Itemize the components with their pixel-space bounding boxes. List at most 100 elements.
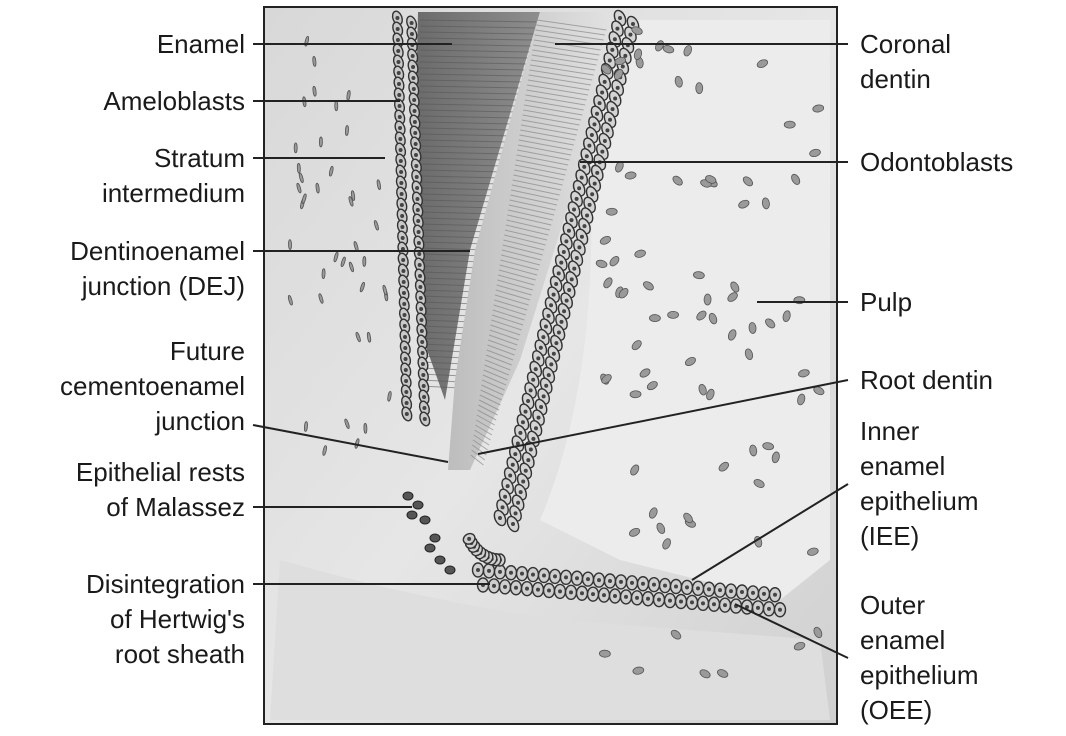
odontoblast-cell-nucleus — [531, 437, 535, 441]
pulp-cell — [649, 314, 660, 321]
follicle-cell — [345, 125, 349, 135]
label-pulp: Pulp — [860, 285, 912, 320]
odontoblast-cell-nucleus — [529, 448, 533, 452]
pulp-cell — [704, 294, 711, 305]
ameloblast-cell-nucleus — [418, 285, 422, 289]
odontoblast-cell-nucleus — [552, 352, 556, 356]
follicle-cell — [319, 137, 322, 147]
sheath-cell-nucleus — [467, 537, 471, 541]
ameloblast-cell-nucleus — [395, 16, 399, 20]
ameloblast-cell-nucleus — [399, 181, 403, 185]
sheath-cell-nucleus — [558, 589, 562, 593]
pulp-cell — [696, 83, 703, 94]
sheath-cell-nucleus — [701, 601, 705, 605]
odontoblast-cell-nucleus — [613, 37, 617, 41]
ameloblast-cell-nucleus — [399, 170, 403, 174]
sheath-cell-nucleus — [641, 582, 645, 586]
odontoblast-cell-nucleus — [592, 122, 596, 126]
ameloblast-cell-nucleus — [404, 368, 408, 372]
sheath-cell-nucleus — [646, 597, 650, 601]
ameloblast-cell-nucleus — [398, 137, 402, 141]
ameloblast-cell-nucleus — [405, 401, 409, 405]
ameloblast-cell-nucleus — [413, 109, 417, 113]
ameloblast-cell-nucleus — [414, 142, 418, 146]
odontoblast-cell-nucleus — [621, 65, 625, 69]
odontoblast-cell-nucleus — [572, 207, 576, 211]
odontoblast-cell-nucleus — [547, 314, 551, 318]
ameloblast-cell-nucleus — [417, 230, 421, 234]
sheath-cell-nucleus — [723, 603, 727, 607]
odontoblast-cell-nucleus — [585, 213, 589, 217]
ameloblast-cell-nucleus — [400, 203, 404, 207]
odontoblast-cell-nucleus — [534, 426, 538, 430]
odontoblast-cell-nucleus — [518, 431, 522, 435]
odontoblast-cell-nucleus — [582, 224, 586, 228]
odontoblast-cell-nucleus — [557, 331, 561, 335]
rest-cell — [413, 501, 423, 509]
sheath-cell-nucleus — [652, 583, 656, 587]
odontoblast-cell-nucleus — [544, 325, 548, 329]
ameloblast-cell-nucleus — [396, 60, 400, 64]
odontoblast-cell-nucleus — [564, 239, 568, 243]
label-dej: Dentinoenamel junction (DEJ) — [70, 234, 245, 304]
odontoblast-cell-nucleus — [560, 320, 564, 324]
sheath-cell-nucleus — [575, 576, 579, 580]
ameloblast-cell-nucleus — [398, 104, 402, 108]
label-stratum-intermedium: Stratum intermedium — [102, 141, 245, 211]
follicle-cell — [297, 163, 300, 173]
ameloblast-cell-nucleus — [404, 390, 408, 394]
sheath-cell-nucleus — [476, 568, 480, 572]
rest-cell — [445, 566, 455, 574]
ameloblast-cell-nucleus — [402, 280, 406, 284]
sheath-cell-nucleus — [679, 600, 683, 604]
ameloblast-cell-nucleus — [418, 274, 422, 278]
label-odontoblasts: Odontoblasts — [860, 145, 1013, 180]
ameloblast-cell-nucleus — [410, 32, 414, 36]
pulp-cell — [630, 391, 641, 398]
ameloblast-cell-nucleus — [412, 87, 416, 91]
label-future-cej: Future cementoenamel junction — [60, 334, 245, 439]
odontoblast-cell-nucleus — [519, 490, 523, 494]
ameloblast-cell-nucleus — [423, 417, 427, 421]
odontoblast-cell-nucleus — [521, 420, 525, 424]
odontoblast-cell-nucleus — [537, 416, 541, 420]
ameloblast-cell-nucleus — [413, 120, 417, 124]
sheath-cell-nucleus — [696, 586, 700, 590]
sheath-cell-nucleus — [569, 590, 573, 594]
ameloblast-cell-nucleus — [398, 126, 402, 130]
odontoblast-cell-nucleus — [610, 48, 614, 52]
odontoblast-cell-nucleus — [569, 218, 573, 222]
ameloblast-cell-nucleus — [398, 115, 402, 119]
sheath-cell-nucleus — [767, 607, 771, 611]
odontoblast-cell-nucleus — [557, 271, 561, 275]
odontoblast-cell-nucleus — [570, 277, 574, 281]
sheath-cell-nucleus — [756, 606, 760, 610]
sheath-cell-nucleus — [487, 569, 491, 573]
ameloblast-cell-nucleus — [416, 208, 420, 212]
ameloblast-cell-nucleus — [422, 406, 426, 410]
odontoblast-cell-nucleus — [600, 90, 604, 94]
ameloblast-cell-nucleus — [405, 412, 409, 416]
odontoblast-cell-nucleus — [613, 96, 617, 100]
odontoblast-cell-nucleus — [508, 473, 512, 477]
ameloblast-cell-nucleus — [420, 329, 424, 333]
ameloblast-cell-nucleus — [412, 98, 416, 102]
odontoblast-cell-nucleus — [580, 176, 584, 180]
sheath-cell-nucleus — [778, 608, 782, 612]
label-root-dentin: Root dentin — [860, 363, 993, 398]
odontoblast-cell-nucleus — [547, 373, 551, 377]
sheath-cell-nucleus — [740, 590, 744, 594]
sheath-cell-nucleus — [564, 575, 568, 579]
sheath-cell-nucleus — [657, 598, 661, 602]
odontoblast-cell-nucleus — [605, 128, 609, 132]
odontoblast-cell-nucleus — [615, 27, 619, 31]
odontoblast-cell-nucleus — [526, 399, 530, 403]
ameloblast-cell-nucleus — [402, 302, 406, 306]
odontoblast-cell-nucleus — [534, 367, 538, 371]
ameloblast-cell-nucleus — [420, 340, 424, 344]
ameloblast-cell-nucleus — [421, 362, 425, 366]
odontoblast-cell-nucleus — [562, 309, 566, 313]
odontoblast-cell-nucleus — [582, 165, 586, 169]
odontoblast-cell-nucleus — [565, 299, 569, 303]
ameloblast-cell-nucleus — [399, 148, 403, 152]
